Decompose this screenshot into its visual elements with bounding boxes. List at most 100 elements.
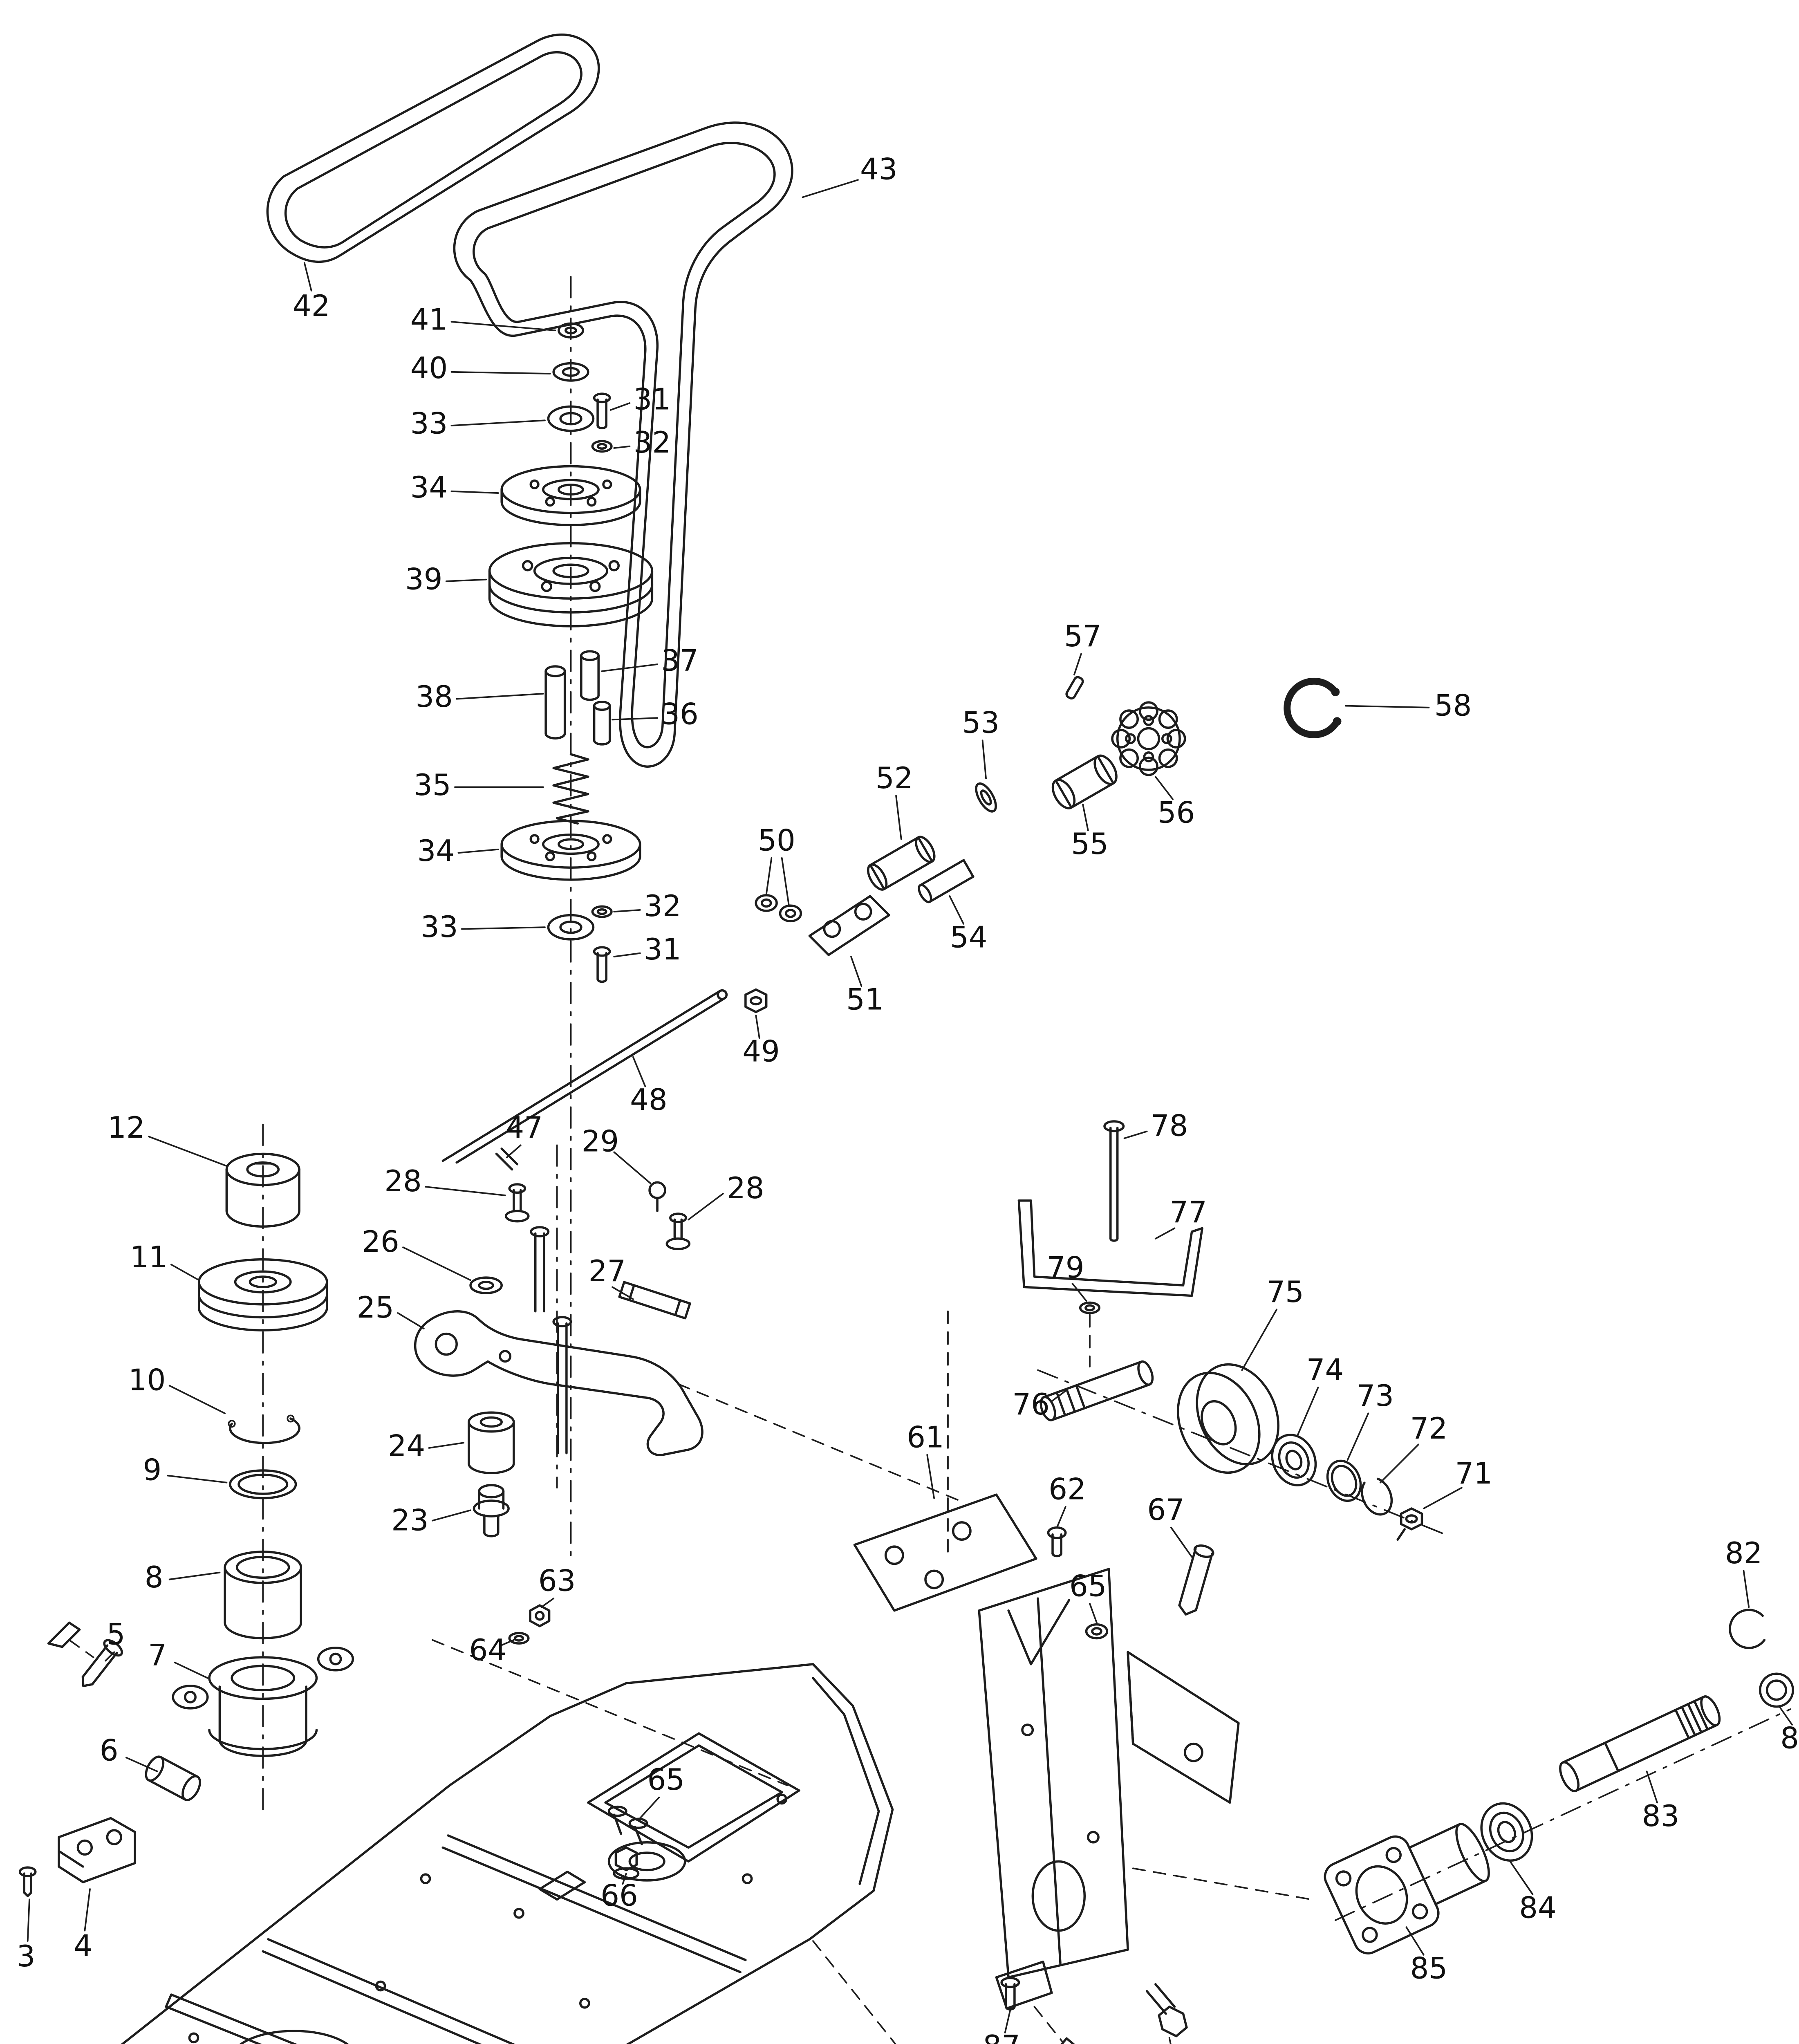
leader-line-87 xyxy=(1004,2009,1011,2034)
snap-ring-58-part xyxy=(1284,677,1342,738)
leader-line-36 xyxy=(612,717,658,721)
part-label-26: 26 xyxy=(362,1224,399,1259)
leader-line-72 xyxy=(1380,1443,1419,1484)
part-label-6: 6 xyxy=(100,1733,119,1767)
snap-ring-72-part xyxy=(1361,1477,1393,1516)
leader-line-8 xyxy=(168,1571,221,1580)
bolt-28-left-part xyxy=(505,1183,530,1223)
leader-line-77 xyxy=(1154,1227,1176,1239)
part-label-31-upper: 31 xyxy=(634,382,671,416)
part-label-55: 55 xyxy=(1071,827,1109,861)
part-label-7: 7 xyxy=(148,1638,167,1672)
spacer-24-part xyxy=(468,1411,515,1475)
bolt-87-part xyxy=(1000,1977,1087,2044)
part-label-54: 54 xyxy=(950,920,988,954)
leader-line-6 xyxy=(125,1757,158,1773)
nut-32-upper-part xyxy=(591,440,613,453)
leader-line-3 xyxy=(27,1898,30,1942)
part-label-9: 9 xyxy=(143,1453,162,1487)
part-label-11: 11 xyxy=(130,1240,168,1274)
part-label-34-upper: 34 xyxy=(410,470,448,504)
spacer-38-part xyxy=(544,665,566,740)
washer-64-part xyxy=(508,1632,530,1645)
leader-line-83 xyxy=(1646,1771,1658,1804)
leader-line-9 xyxy=(167,1475,228,1484)
leader-line-31-upper xyxy=(609,402,631,411)
belt-43-part xyxy=(453,121,793,768)
ring-9-part xyxy=(229,1469,297,1499)
nut-79-part xyxy=(1079,1301,1101,1314)
leader-line-81 xyxy=(1779,1706,1793,1726)
bolt-71-part xyxy=(1396,1507,1423,1541)
leader-line-53 xyxy=(981,740,987,780)
leader-line-10 xyxy=(168,1385,226,1414)
bracket-27-part xyxy=(618,1281,691,1320)
pin-47-part xyxy=(495,1148,519,1171)
leader-line-67 xyxy=(1170,1526,1193,1558)
leader-line-23 xyxy=(432,1509,471,1522)
part-label-43: 43 xyxy=(860,152,898,186)
leader-line-40 xyxy=(450,371,551,374)
leader-line-50 xyxy=(781,857,790,906)
leader-line-29 xyxy=(613,1151,652,1184)
bolt-78-part xyxy=(1103,1120,1125,1242)
axis-and-guide-lines xyxy=(68,276,1791,2044)
part-label-5: 5 xyxy=(107,1617,125,1652)
labels-layer: 4243414033313234393738365758535255563534… xyxy=(17,152,1799,2044)
pulley-34-upper-part xyxy=(500,465,641,527)
leader-line-12 xyxy=(148,1136,228,1167)
part-label-58: 58 xyxy=(1434,688,1472,722)
nut-63-part xyxy=(529,1604,551,1627)
part-label-73: 73 xyxy=(1356,1378,1394,1413)
leader-line-55 xyxy=(1082,803,1089,831)
part-label-84: 84 xyxy=(1519,1890,1557,1925)
leader-line-57 xyxy=(1073,653,1082,676)
stud-65-deck-part xyxy=(607,1805,648,1845)
leader-line-84 xyxy=(1509,1860,1534,1895)
leader-line-28-left xyxy=(425,1186,506,1197)
shaft-76-part xyxy=(1040,1360,1154,1421)
clamp-4-part xyxy=(58,1817,136,1883)
bolt-67-part xyxy=(1178,1544,1214,1616)
pulley-39-part xyxy=(488,542,654,628)
part-label-33-upper: 33 xyxy=(410,406,448,441)
part-label-62: 62 xyxy=(1048,1472,1086,1506)
leader-line-58 xyxy=(1345,705,1430,708)
bolt-86-part xyxy=(1145,1983,1188,2037)
part-label-40: 40 xyxy=(410,351,448,385)
leader-line-41 xyxy=(450,321,556,332)
leader-line-11 xyxy=(170,1264,200,1281)
washer-26-part xyxy=(469,1276,503,1294)
part-label-76: 76 xyxy=(1012,1387,1050,1421)
leader-line-7 xyxy=(174,1661,208,1679)
part-label-34-lower: 34 xyxy=(417,834,455,868)
spring-35-part xyxy=(552,753,589,825)
bearing-74-part xyxy=(1271,1434,1317,1486)
belt-42-part xyxy=(266,34,600,263)
part-label-37: 37 xyxy=(661,643,699,677)
bolt-28-right-part xyxy=(665,1213,691,1251)
leader-line-32-lower xyxy=(613,909,641,913)
leader-line-78 xyxy=(1123,1130,1148,1139)
part-label-12: 12 xyxy=(108,1110,145,1145)
part-label-87: 87 xyxy=(983,2029,1020,2044)
part-label-36: 36 xyxy=(661,697,699,731)
leader-line-50 xyxy=(765,857,773,895)
spacer-37-part xyxy=(580,650,600,701)
part-label-82: 82 xyxy=(1725,1536,1763,1570)
ring-81-part xyxy=(1759,1672,1794,1708)
part-label-28-right: 28 xyxy=(727,1171,764,1205)
part-label-23: 23 xyxy=(391,1503,429,1537)
leader-line-31-lower xyxy=(613,952,641,958)
part-label-74: 74 xyxy=(1306,1352,1344,1387)
leader-line-62 xyxy=(1056,1506,1066,1529)
spacer-52-part xyxy=(867,836,936,891)
leader-line-34-upper xyxy=(450,490,499,494)
part-label-32-upper: 32 xyxy=(634,425,671,459)
washer-41-part xyxy=(558,322,584,338)
leader-line-5 xyxy=(105,1651,115,1662)
leader-line-52 xyxy=(895,795,902,840)
leader-line-65-right xyxy=(1089,1602,1098,1624)
